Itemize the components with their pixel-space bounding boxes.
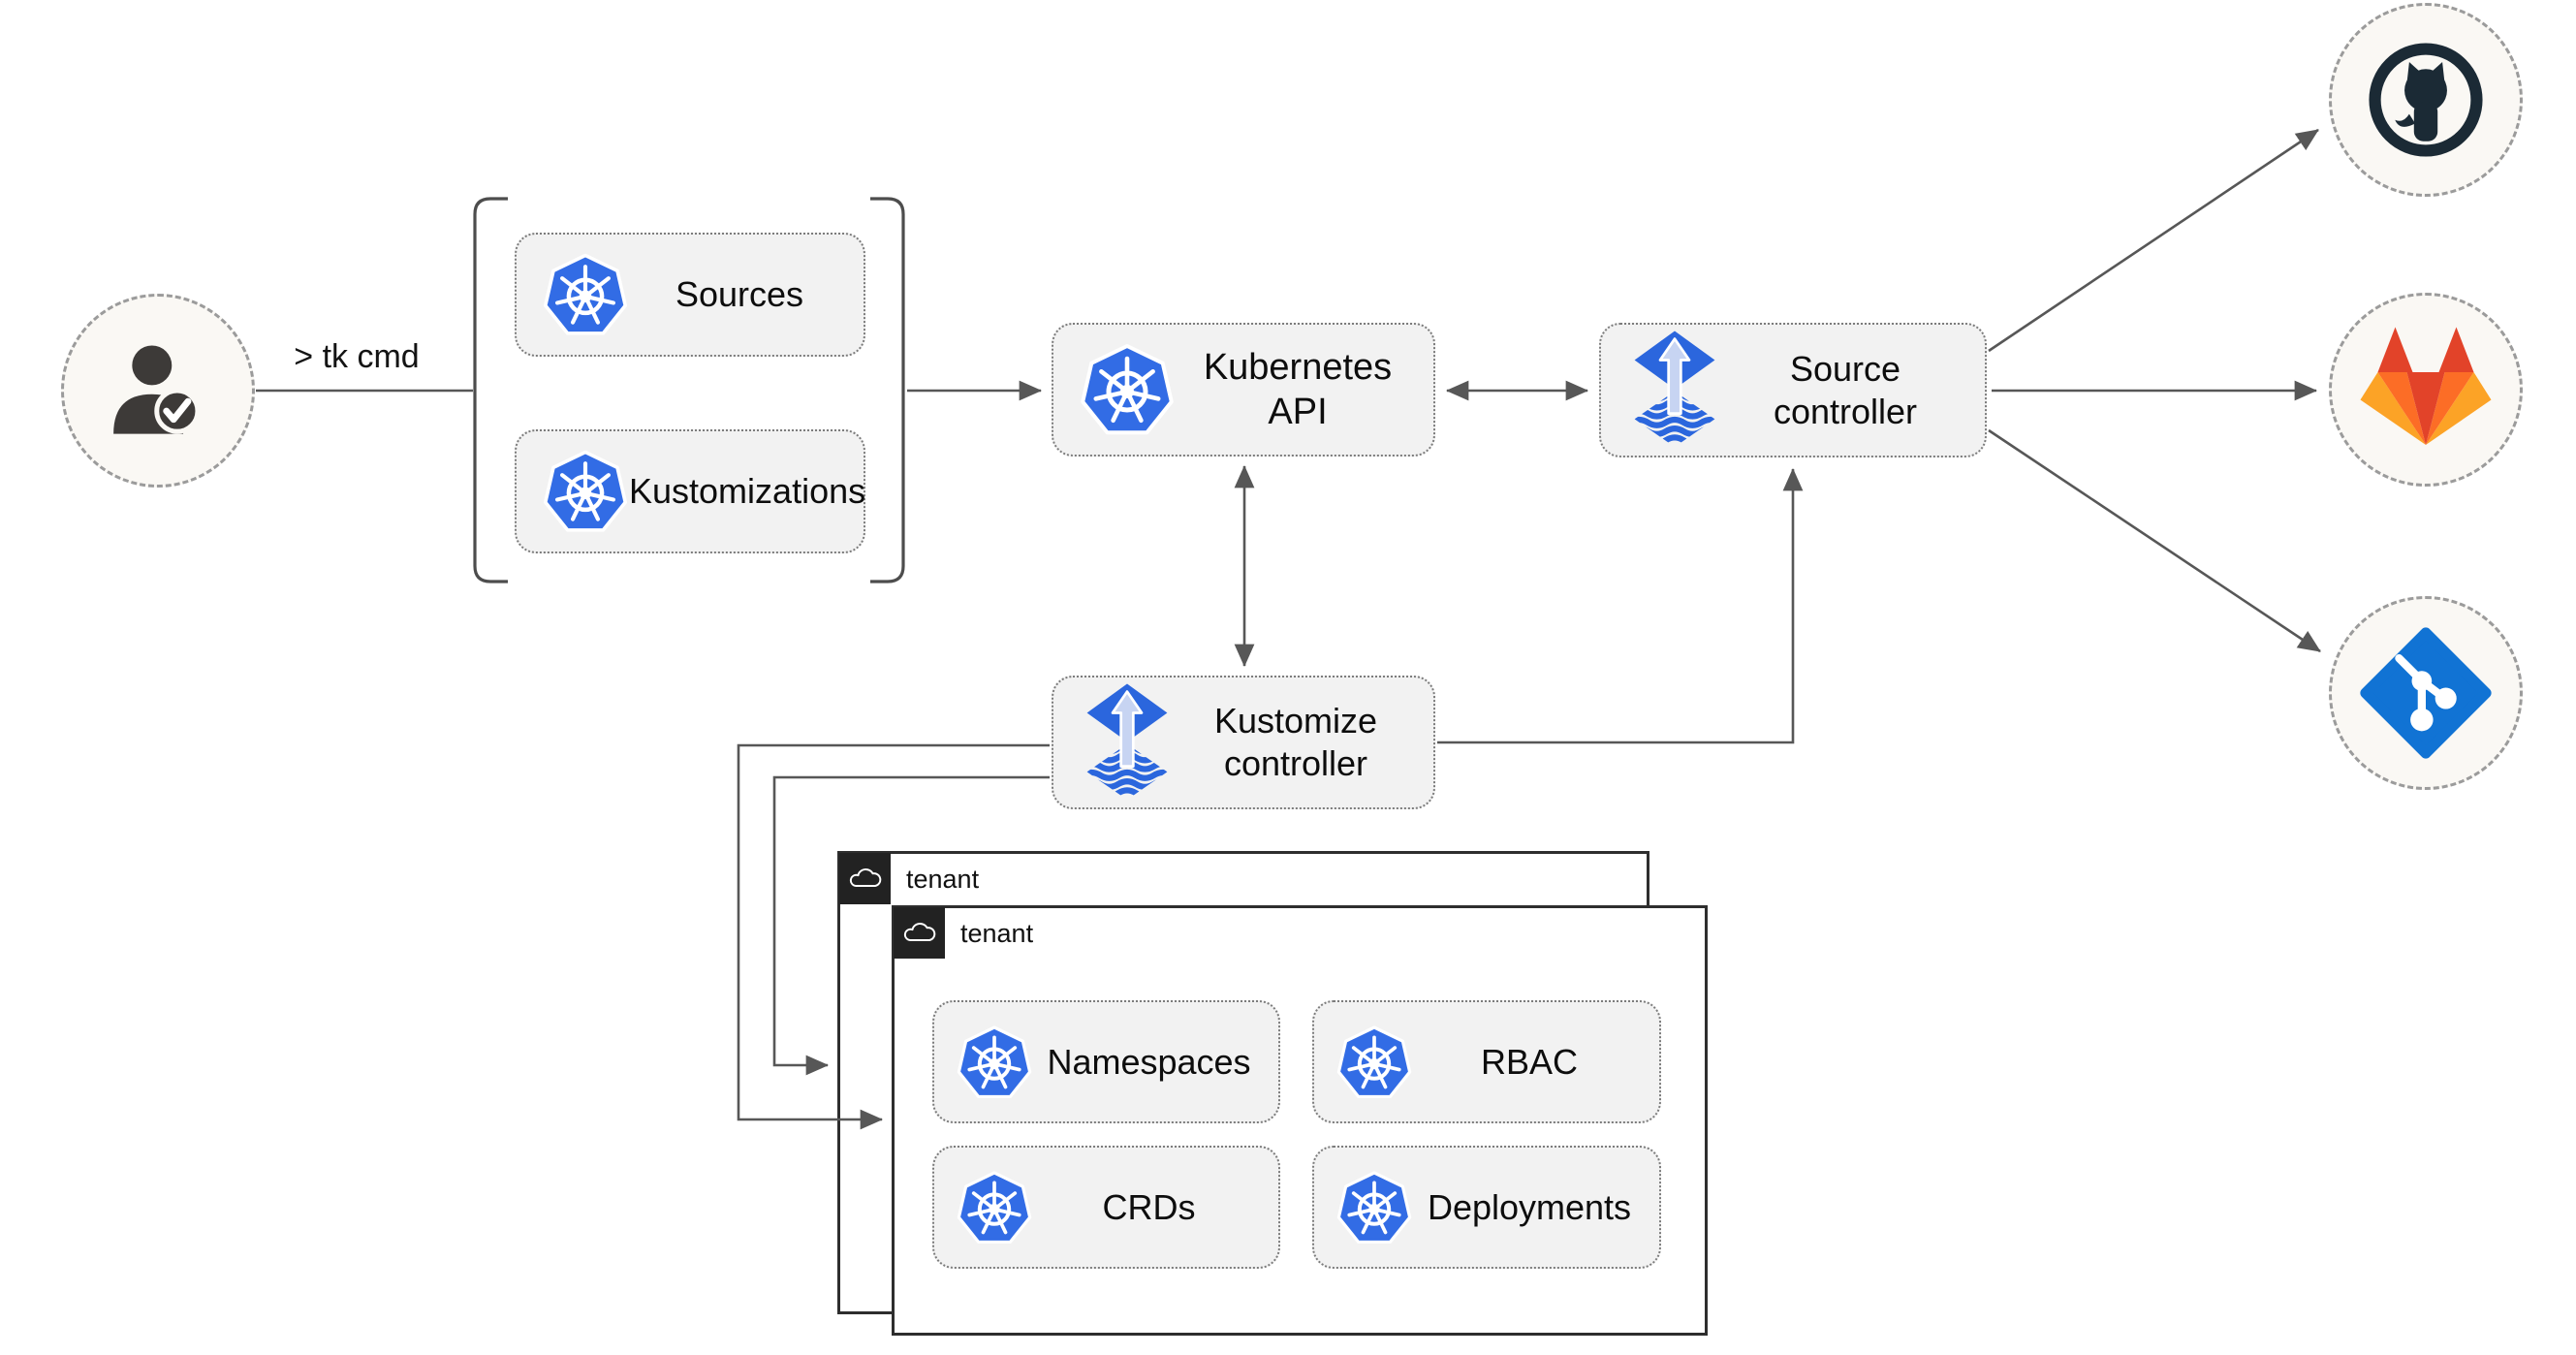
sources-node: Sources bbox=[515, 233, 865, 357]
operator-circle bbox=[61, 294, 255, 488]
kubernetes-icon bbox=[956, 1024, 1033, 1101]
kustomize-controller-label: Kustomize controller bbox=[1172, 700, 1433, 785]
user-check-icon bbox=[98, 331, 218, 451]
deployments-node: Deployments bbox=[1312, 1146, 1661, 1269]
kubernetes-icon bbox=[1335, 1169, 1413, 1246]
git-icon bbox=[2359, 626, 2493, 760]
gitlab-icon bbox=[2353, 317, 2498, 462]
kustomize-controller-line1: Kustomize bbox=[1213, 701, 1378, 741]
source-controller-line1: Source bbox=[1789, 348, 1901, 389]
kustomizations-node: Kustomizations bbox=[515, 429, 865, 553]
crds-label: CRDs bbox=[1102, 1186, 1196, 1227]
flux-icon bbox=[1630, 329, 1719, 452]
kubernetes-icon bbox=[542, 448, 629, 535]
kubernetes-api-node: Kubernetes API bbox=[1052, 323, 1435, 457]
tenant-front-label: tenant bbox=[960, 919, 1034, 948]
namespaces-label: Namespaces bbox=[1047, 1041, 1251, 1082]
kustomize-controller-line2: controller bbox=[1223, 743, 1368, 783]
kustomizations-label: Kustomizations bbox=[629, 471, 866, 512]
rbac-label: RBAC bbox=[1480, 1041, 1579, 1082]
kubernetes-icon bbox=[1079, 341, 1176, 438]
gitlab-circle bbox=[2329, 293, 2523, 487]
edge-source-to-github bbox=[1988, 128, 2319, 353]
tenant-box-front: tenant Namespaces RBAC CRDs Deployments bbox=[892, 905, 1708, 1336]
source-controller-line2: controller bbox=[1773, 391, 1918, 431]
cloud-icon bbox=[894, 907, 945, 959]
github-circle bbox=[2329, 3, 2523, 197]
deployments-label: Deployments bbox=[1427, 1186, 1632, 1227]
kubernetes-icon bbox=[956, 1169, 1033, 1246]
github-icon bbox=[2367, 41, 2485, 159]
edge-kustomize-to-source bbox=[1437, 467, 1804, 744]
rbac-node: RBAC bbox=[1312, 1000, 1661, 1123]
git-circle bbox=[2329, 596, 2523, 790]
sources-label: Sources bbox=[675, 274, 804, 315]
group-bracket-left bbox=[473, 197, 508, 583]
cloud-icon bbox=[839, 853, 891, 904]
tenant-back-label: tenant bbox=[906, 865, 980, 894]
kubernetes-icon bbox=[542, 251, 629, 338]
kubernetes-api-label: Kubernetes API bbox=[1203, 346, 1393, 432]
group-bracket-right bbox=[870, 197, 905, 583]
kustomize-controller-node: Kustomize controller bbox=[1052, 676, 1435, 809]
flux-icon bbox=[1083, 681, 1172, 804]
source-controller-node: Source controller bbox=[1599, 323, 1987, 457]
namespaces-node: Namespaces bbox=[932, 1000, 1280, 1123]
crds-node: CRDs bbox=[932, 1146, 1280, 1269]
cli-command-label: > tk cmd bbox=[294, 338, 420, 375]
edge-source-to-git bbox=[1988, 428, 2321, 653]
source-controller-label: Source controller bbox=[1719, 348, 1985, 433]
kubernetes-icon bbox=[1335, 1024, 1413, 1101]
